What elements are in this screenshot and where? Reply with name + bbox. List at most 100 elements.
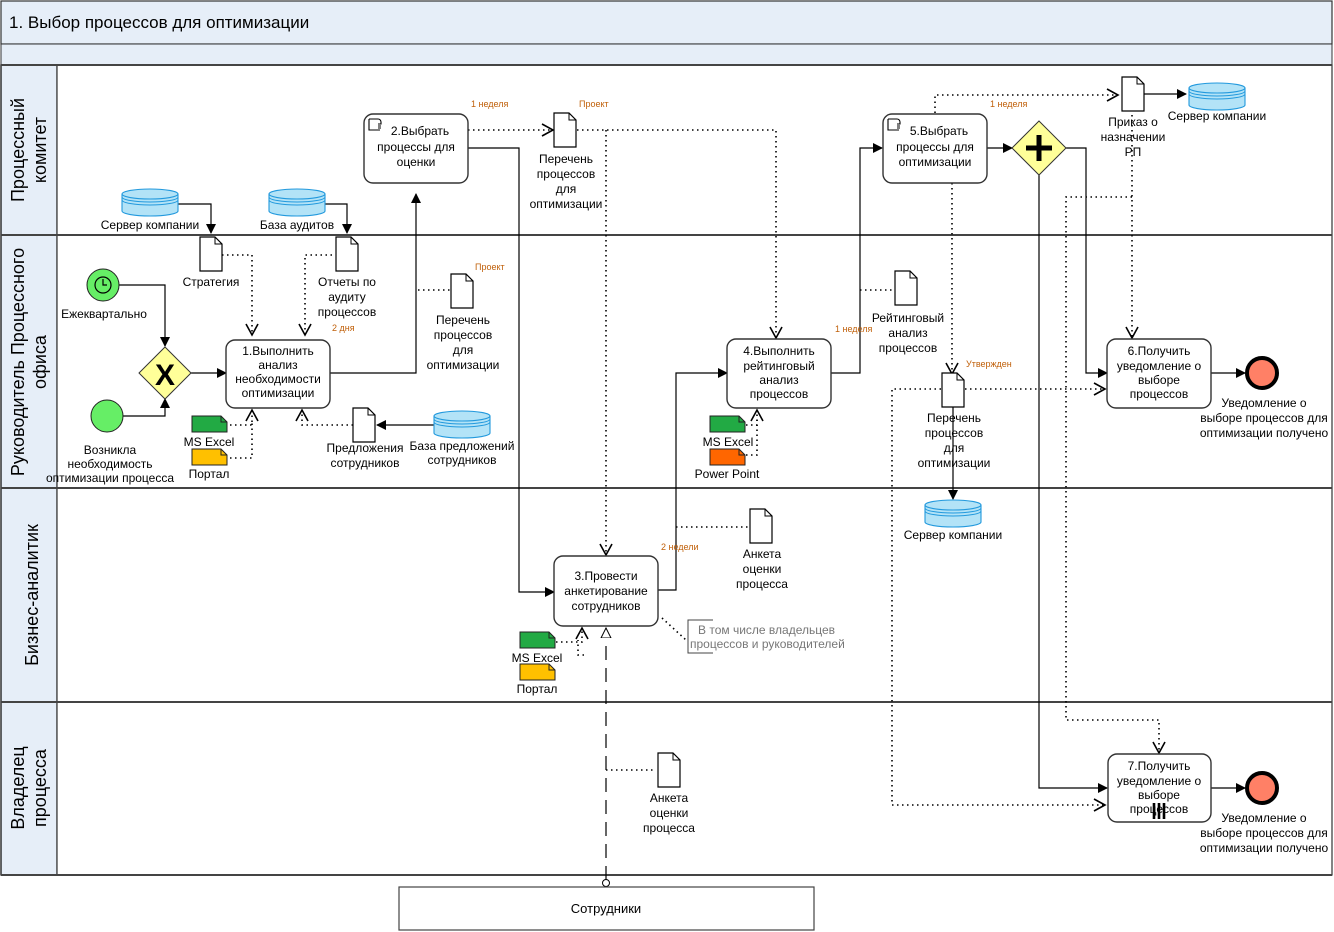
document-icon <box>335 236 359 272</box>
task-label: анализ <box>258 358 298 372</box>
lane-owner[interactable]: Владелец процесса <box>8 746 50 829</box>
document-icon <box>199 236 223 272</box>
task-7[interactable]: 7.Получить уведомление о выборе процессо… <box>1107 753 1212 823</box>
database-icon <box>121 188 179 217</box>
event-label: Ежеквартально <box>61 307 147 321</box>
parallel-plus-icon <box>1026 135 1052 161</box>
exclusive-x-icon: X <box>155 359 175 392</box>
task-label: анализ <box>759 373 799 387</box>
item-label: процессов <box>537 167 595 181</box>
data-store-server1[interactable]: Сервер компании <box>101 188 199 232</box>
task-label: необходимости <box>235 372 321 386</box>
annotations: 1 неделя Проект Проект 2 дня 1 неделя Ут… <box>332 99 1027 552</box>
task-2[interactable]: 2.Выбрать процессы для оценки <box>363 113 469 184</box>
annotation-status: Утвержден <box>966 359 1012 369</box>
lane-committee[interactable]: Процессный комитет <box>8 98 50 202</box>
system-excel_1[interactable]: MS Excel <box>184 415 235 449</box>
task-label: процессы для <box>377 140 455 154</box>
system-document-icon <box>709 448 746 466</box>
system-ppt_4[interactable]: Power Point <box>695 448 760 481</box>
flow-timer-to-gateway[interactable] <box>114 284 170 347</box>
data-store-audits[interactable]: База аудитов <box>260 188 334 232</box>
task-label: процессы для <box>896 140 974 154</box>
system-excel_3[interactable]: MS Excel <box>512 631 563 665</box>
item-label: Сервер компании <box>904 528 1002 542</box>
system-label: Портал <box>189 467 230 481</box>
parallel-gateway[interactable] <box>1011 120 1067 176</box>
lane-label: комитет <box>30 117 50 183</box>
item-label: процесса <box>643 821 695 835</box>
associations <box>222 88 1166 812</box>
task-3[interactable]: 3.Провести анкетирование сотрудников <box>553 555 659 627</box>
flow-gateway-to-t6[interactable] <box>1066 147 1108 378</box>
sequence-flows <box>114 89 1246 793</box>
system-excel_4[interactable]: MS Excel <box>703 415 754 449</box>
flow-gateway-to-t7[interactable] <box>1038 175 1108 793</box>
task-5[interactable]: 5.Выбрать процессы для оптимизации <box>882 113 988 184</box>
lane-label: офиса <box>30 334 50 389</box>
external-pool-employees[interactable]: Сотрудники <box>398 886 815 931</box>
start-event-timer[interactable]: Ежеквартально <box>61 268 147 321</box>
system-label: MS Excel <box>512 651 563 665</box>
item-label: Сервер компании <box>1168 109 1266 123</box>
task-label: 7.Получить <box>1128 759 1191 773</box>
task-label: уведомление о <box>1117 774 1202 788</box>
system-portal_3[interactable]: Портал <box>517 663 558 696</box>
system-portal_1[interactable]: Портал <box>189 448 230 481</box>
lane-office-head[interactable]: Руководитель Процессного офиса <box>8 248 50 476</box>
task-label: оптимизации <box>899 155 972 169</box>
data-store-server3[interactable]: Сервер компании <box>904 499 1002 542</box>
lane-label: Руководитель Процессного <box>8 248 28 476</box>
lane-label: Владелец <box>8 746 28 829</box>
item-label: анализ <box>888 326 928 340</box>
flow-t4-to-t5[interactable] <box>831 143 883 374</box>
item-label: процессов <box>925 426 983 440</box>
task-1[interactable]: 1.Выполнить анализ необходимости оптимиз… <box>225 339 331 409</box>
annotation-duration: 1 неделя <box>990 99 1027 109</box>
flow-t3-to-t4[interactable] <box>658 368 728 591</box>
lane-analyst[interactable]: Бизнес-аналитик <box>22 524 42 666</box>
flow-audits-to-reports <box>325 203 352 234</box>
system-document-icon <box>191 415 228 433</box>
flow-start-to-gateway[interactable] <box>114 398 170 417</box>
task-label: сотрудников <box>572 599 641 613</box>
item-label: Сервер компании <box>101 218 199 232</box>
manual-task-icon <box>368 118 382 131</box>
start-event[interactable]: Возникла необходимость оптимизации проце… <box>46 399 174 485</box>
item-label: оптимизации <box>918 456 991 470</box>
data-store-server2[interactable]: Сервер компании <box>1168 82 1266 123</box>
annotation-duration: 2 дня <box>332 323 355 333</box>
annotation-status: Проект <box>579 99 609 109</box>
item-label: Отчеты по <box>318 275 376 289</box>
item-label: Стратегия <box>183 275 240 289</box>
database-icon <box>433 410 491 439</box>
event-label: выборе процессов для <box>1200 411 1328 425</box>
task-label: выборе <box>1138 373 1180 387</box>
event-label: необходимость <box>67 457 152 471</box>
task-6[interactable]: 6.Получить уведомление о выборе процессо… <box>1106 338 1212 409</box>
document-icon <box>352 407 376 443</box>
lane-label: Бизнес-аналитик <box>22 524 42 666</box>
text-annotation[interactable]: В том числе владельцев процессов и руков… <box>687 619 845 654</box>
event-label: Возникла <box>84 443 137 457</box>
flow-t2-to-t3[interactable] <box>468 147 555 597</box>
system-label: MS Excel <box>703 435 754 449</box>
end-event-6[interactable]: Уведомление о выборе процессов для оптим… <box>1200 356 1329 440</box>
document-strategy[interactable]: Стратегия <box>183 236 240 289</box>
item-label: База аудитов <box>260 218 334 232</box>
end-event-7[interactable]: Уведомление о выборе процессов для оптим… <box>1200 771 1329 855</box>
comment-text: процессов и руководителей <box>690 637 845 651</box>
task-4[interactable]: 4.Выполнить рейтинговый анализ процессов <box>726 338 832 409</box>
exclusive-gateway[interactable]: X <box>138 346 192 400</box>
flow-t1-to-t2[interactable] <box>330 193 421 374</box>
